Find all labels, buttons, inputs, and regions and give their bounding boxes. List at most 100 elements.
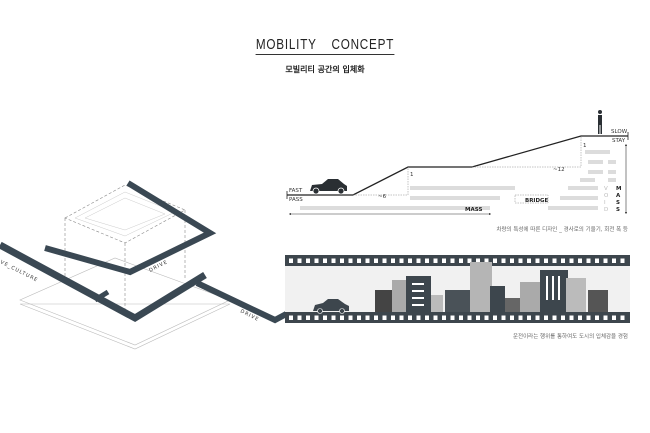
sprocket-hole bbox=[348, 258, 353, 263]
slow-label: SLOW bbox=[611, 129, 628, 135]
film-caption: 운전이라는 행위를 통하여도 도시의 입체감을 경험 bbox=[512, 334, 628, 340]
sprocket-hole bbox=[476, 315, 480, 320]
pass-label: PASS bbox=[289, 197, 303, 203]
axonometric-model: DRIVE DRIVE VE_CULTURE bbox=[0, 180, 292, 350]
sprocket-hole bbox=[289, 315, 293, 320]
sprocket-hole bbox=[331, 258, 336, 263]
sprocket-holes bbox=[289, 258, 625, 320]
sprocket-hole bbox=[306, 258, 310, 263]
stay-label: STAY bbox=[612, 138, 626, 144]
sprocket-hole bbox=[527, 315, 531, 320]
sprocket-hole bbox=[340, 258, 344, 263]
sprocket-hole bbox=[399, 315, 404, 320]
sprocket-hole bbox=[374, 258, 378, 263]
svg-text:O: O bbox=[604, 193, 609, 199]
sprocket-hole bbox=[544, 258, 548, 263]
sprocket-hole bbox=[425, 315, 429, 320]
sprocket-hole bbox=[578, 315, 582, 320]
bridge-label: BRIDGE bbox=[525, 198, 549, 204]
sprocket-hole bbox=[442, 258, 446, 263]
sprocket-hole bbox=[552, 258, 557, 263]
sprocket-hole bbox=[484, 258, 489, 263]
sprocket-hole bbox=[586, 258, 591, 263]
sprocket-hole bbox=[374, 315, 378, 320]
sprocket-hole bbox=[484, 315, 489, 320]
sprocket-hole bbox=[382, 258, 387, 263]
sprocket-hole bbox=[323, 315, 327, 320]
sprocket-hole bbox=[314, 258, 319, 263]
sprocket-hole bbox=[612, 258, 616, 263]
sprocket-hole bbox=[425, 258, 429, 263]
sprocket-hole bbox=[620, 258, 625, 263]
sprocket-hole bbox=[595, 315, 599, 320]
sprocket-hole bbox=[289, 258, 293, 263]
void-vertical-label: V O I D bbox=[604, 186, 609, 213]
person-icon bbox=[598, 110, 602, 134]
sprocket-hole bbox=[518, 258, 523, 263]
film-car-icon bbox=[313, 299, 349, 314]
sprocket-hole bbox=[306, 315, 310, 320]
sprocket-hole bbox=[408, 315, 412, 320]
sprocket-hole bbox=[612, 315, 616, 320]
sprocket-hole bbox=[493, 258, 497, 263]
svg-text:I: I bbox=[604, 200, 606, 206]
svg-text:V: V bbox=[604, 186, 608, 192]
sprocket-hole bbox=[544, 315, 548, 320]
sprocket-hole bbox=[467, 315, 472, 320]
sprocket-hole bbox=[331, 315, 336, 320]
sprocket-hole bbox=[527, 258, 531, 263]
sprocket-hole bbox=[510, 315, 514, 320]
sprocket-hole bbox=[501, 315, 506, 320]
sprocket-hole bbox=[493, 315, 497, 320]
sprocket-hole bbox=[323, 258, 327, 263]
sprocket-hole bbox=[408, 258, 412, 263]
sprocket-hole bbox=[314, 315, 319, 320]
mass-vertical-label: M A S S bbox=[616, 186, 621, 213]
sprocket-hole bbox=[552, 315, 557, 320]
section-diagram: FAST PASS SLOW STAY ~6 ~12 1 1 BRIDGE MA… bbox=[286, 110, 629, 216]
sprocket-hole bbox=[459, 258, 463, 263]
sprocket-hole bbox=[459, 315, 463, 320]
svg-text:A: A bbox=[616, 193, 621, 199]
mass-blocks bbox=[300, 150, 616, 210]
sprocket-hole bbox=[501, 258, 506, 263]
sprocket-hole bbox=[297, 315, 302, 320]
page-subtitle: 모빌리티 공간의 입체화 bbox=[285, 65, 365, 74]
rise-1: 1 bbox=[410, 172, 414, 178]
sprocket-hole bbox=[416, 258, 421, 263]
sprocket-hole bbox=[586, 315, 591, 320]
city-skyline bbox=[375, 262, 608, 312]
sprocket-hole bbox=[603, 315, 608, 320]
svg-text:S: S bbox=[616, 200, 620, 206]
sprocket-hole bbox=[561, 258, 565, 263]
rise-2: 1 bbox=[583, 143, 587, 149]
sprocket-hole bbox=[365, 315, 370, 320]
ramp-profile bbox=[287, 135, 628, 196]
svg-text:D: D bbox=[604, 207, 608, 213]
sprocket-hole bbox=[357, 315, 361, 320]
sprocket-hole bbox=[569, 258, 574, 263]
dim-low: ~6 bbox=[378, 194, 387, 200]
svg-text:S: S bbox=[616, 207, 620, 213]
sprocket-hole bbox=[416, 315, 421, 320]
sprocket-hole bbox=[433, 315, 438, 320]
sprocket-hole bbox=[476, 258, 480, 263]
sprocket-hole bbox=[603, 258, 608, 263]
sprocket-hole bbox=[365, 258, 370, 263]
car-icon bbox=[310, 179, 347, 195]
sprocket-hole bbox=[535, 315, 540, 320]
sprocket-hole bbox=[399, 258, 404, 263]
sprocket-hole bbox=[595, 258, 599, 263]
section-caption: 차량의 특성에 따른 디자인 _ 경사로의 기울기, 회전 폭 등 bbox=[496, 227, 628, 233]
film-strip bbox=[285, 255, 630, 323]
sprocket-hole bbox=[391, 258, 395, 263]
sprocket-hole bbox=[450, 315, 455, 320]
sprocket-hole bbox=[578, 258, 582, 263]
sprocket-hole bbox=[620, 315, 625, 320]
mass-label: MASS bbox=[465, 207, 482, 213]
sprocket-hole bbox=[348, 315, 353, 320]
sprocket-hole bbox=[357, 258, 361, 263]
fast-label: FAST bbox=[289, 188, 303, 194]
sprocket-hole bbox=[467, 258, 472, 263]
